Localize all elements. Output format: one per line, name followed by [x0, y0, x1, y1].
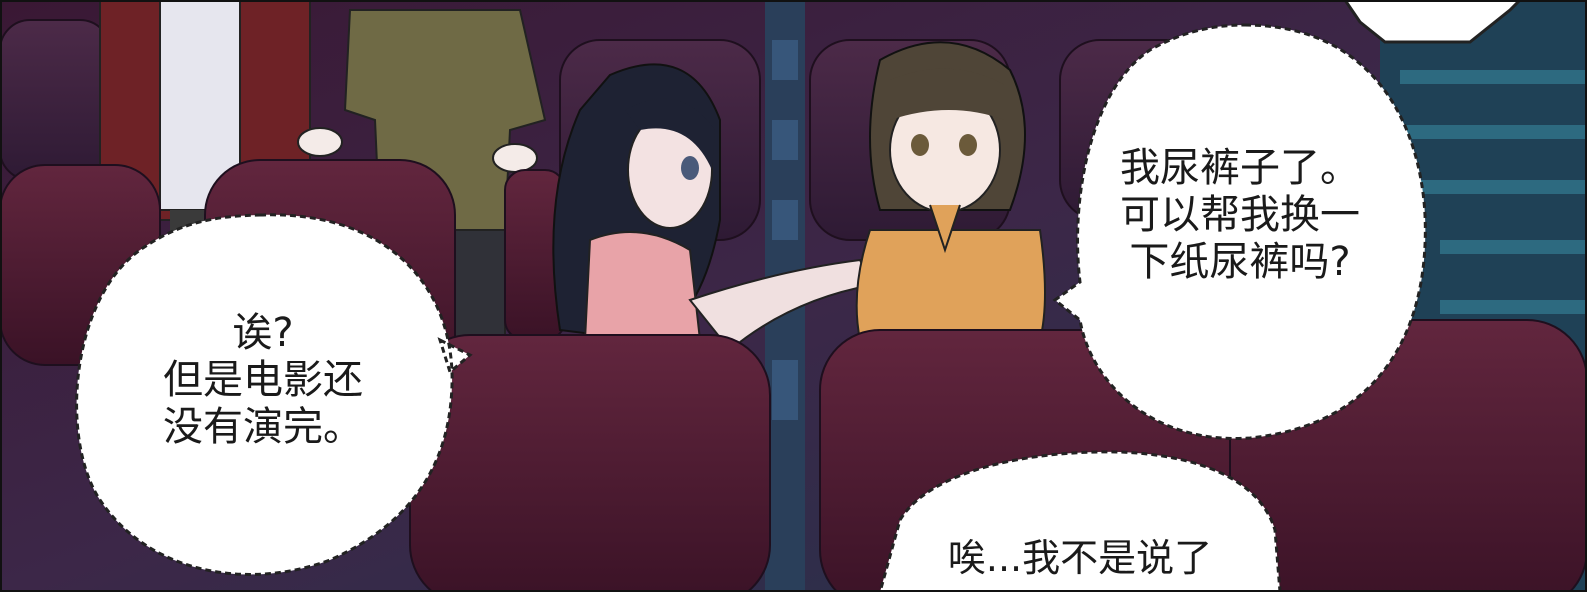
speech-line: 但是电影还 — [163, 357, 363, 404]
speech-bubble-left — [75, 213, 473, 576]
speech-text-bottom: 唉...我不是说了 — [890, 536, 1270, 581]
speech-line: 唉...我不是说了 — [947, 536, 1213, 580]
speech-bubble-bottom — [878, 450, 1282, 592]
speech-text-left: 诶? 但是电影还 没有演完。 — [108, 310, 418, 452]
speech-text-right: 我尿裤子了。 可以帮我换一 下纸尿裤吗? — [1085, 145, 1395, 287]
speech-bubble-top-corner — [1343, 0, 1523, 44]
black-haired-girl — [552, 63, 874, 352]
speech-line: 没有演完。 — [163, 404, 363, 451]
speech-line: 可以帮我换一 — [1120, 192, 1360, 239]
speech-line: 我尿裤子了。 — [1120, 145, 1360, 191]
brown-haired-girl — [855, 41, 1046, 341]
speech-line: 下纸尿裤吗? — [1129, 239, 1351, 286]
speech-bubble-right — [1052, 23, 1427, 440]
speech-line: 诶? — [232, 310, 294, 356]
